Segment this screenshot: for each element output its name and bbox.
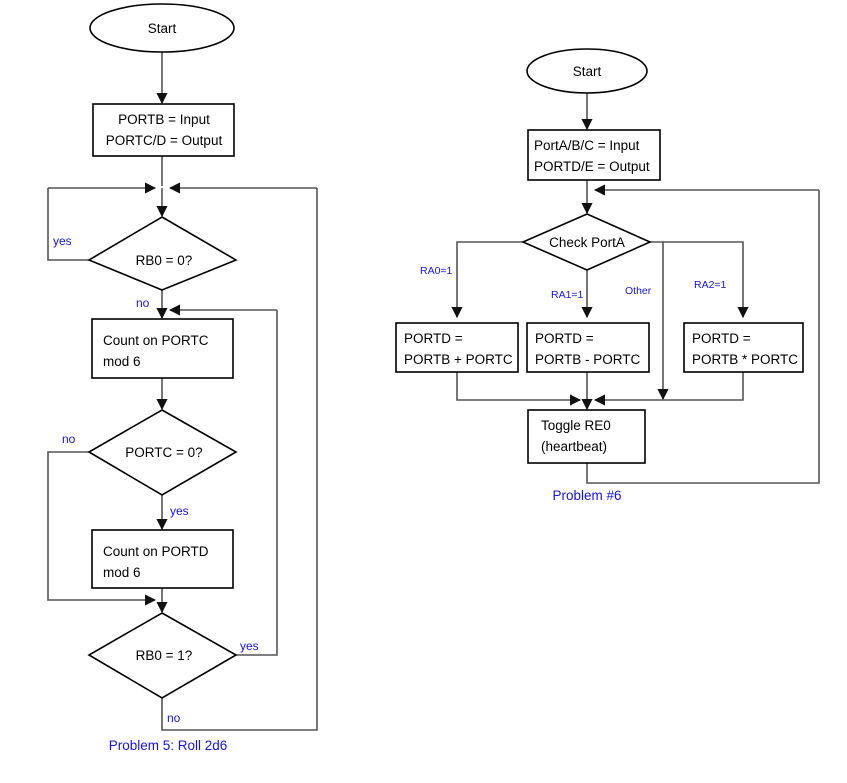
node-l-init-line2: PORTC/D = Output [106, 133, 223, 148]
right-connectors [451, 93, 820, 484]
edge-label-l-d3-yes: yes [240, 639, 259, 653]
node-l-p2-line1: Count on PORTD [103, 544, 209, 559]
edge-label-l-d2-yes: yes [170, 504, 189, 518]
edge-label-l-d2-no: no [62, 432, 76, 446]
node-l-d3[interactable] [87, 612, 238, 699]
node-r-d1[interactable] [521, 213, 652, 271]
node-l-p2[interactable] [91, 529, 234, 589]
node-r-sub-line1: PORTD = [535, 331, 594, 346]
flowchart-right: Start PortA/B/C = Input PORTD/E = Output… [395, 48, 820, 503]
node-l-d3-label: RB0 = 1? [136, 648, 193, 663]
node-r-init[interactable] [527, 129, 661, 181]
node-r-mul-line1: PORTD = [692, 331, 751, 346]
edge-label-r-ra0: RA0=1 [420, 265, 453, 277]
node-r-init-line1: PortA/B/C = Input [534, 138, 640, 153]
node-r-sub-line2: PORTB - PORTC [535, 352, 641, 367]
node-r-toggle-line2: (heartbeat) [541, 439, 607, 454]
node-l-start[interactable] [89, 3, 235, 53]
node-r-mul[interactable] [683, 322, 804, 373]
node-r-init-line2: PORTD/E = Output [534, 159, 650, 174]
edge-r-add-to-toggle [456, 372, 582, 406]
node-r-toggle-line1: Toggle RE0 [541, 418, 611, 433]
edge-r-d1-other [650, 241, 669, 401]
node-l-d1[interactable] [87, 216, 238, 291]
node-r-d1-label: Check PortA [549, 235, 625, 250]
edge-label-r-other: Other [625, 285, 652, 297]
node-l-p2-line2: mod 6 [103, 565, 141, 580]
node-r-start-label: Start [573, 64, 602, 79]
edge-r-toggle-loop [586, 190, 820, 484]
edge-label-r-ra1: RA1=1 [551, 289, 584, 301]
flowchart-left: Start PORTB = Input PORTC/D = Output RB0… [47, 3, 318, 753]
node-r-sub[interactable] [526, 322, 650, 373]
node-l-p1[interactable] [91, 318, 234, 379]
node-r-add-line1: PORTD = [404, 331, 463, 346]
edge-label-l-d3-no: no [167, 711, 181, 725]
edge-r-d1-ra0 [451, 241, 523, 319]
edge-label-l-d1-no: no [136, 296, 150, 310]
node-r-start[interactable] [526, 48, 648, 94]
edge-label-r-ra2: RA2=1 [694, 279, 727, 291]
node-l-init-line1: PORTB = Input [118, 112, 210, 127]
left-connectors [47, 52, 318, 731]
node-l-start-label: Start [148, 21, 177, 36]
node-r-toggle[interactable] [527, 409, 646, 464]
node-l-d1-label: RB0 = 0? [136, 253, 193, 268]
edge-r-mul-to-toggle [593, 372, 744, 406]
node-l-init[interactable] [92, 103, 235, 157]
edge-d3-no-loop [161, 188, 318, 731]
caption-right: Problem #6 [552, 488, 621, 503]
caption-left: Problem 5: Roll 2d6 [109, 738, 228, 753]
edge-d3-yes-loop [236, 310, 278, 656]
node-r-add[interactable] [395, 322, 519, 373]
node-l-d2[interactable] [87, 409, 238, 496]
edge-d2-no-loop [47, 451, 157, 606]
node-l-p1-line1: Count on PORTC [103, 333, 209, 348]
edge-label-l-d1-yes: yes [53, 234, 72, 248]
node-l-p1-line2: mod 6 [103, 354, 141, 369]
node-l-d2-label: PORTC = 0? [125, 445, 202, 460]
node-r-add-line2: PORTB + PORTC [404, 352, 513, 367]
node-r-mul-line2: PORTB * PORTC [692, 352, 798, 367]
edge-r-d1-ra2 [663, 241, 749, 319]
edge-d1-yes-loop [47, 188, 89, 261]
